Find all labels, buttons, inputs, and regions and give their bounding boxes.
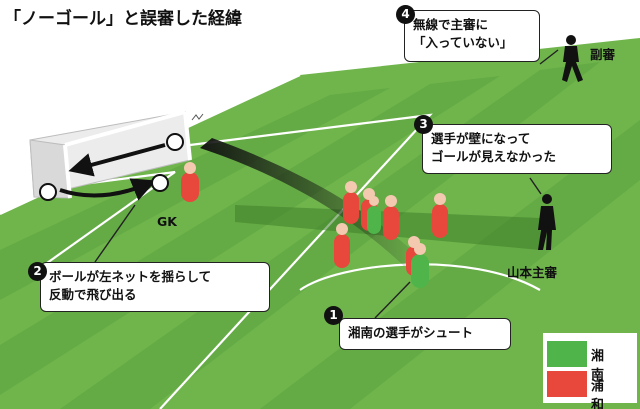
callout-1: 湘南の選手がシュート [339, 318, 511, 350]
player-urawa [432, 193, 448, 238]
ball-path-arrow [68, 143, 166, 177]
legend-swatch-shonan [547, 341, 587, 367]
callout-line: 反動で飛び出る [49, 287, 137, 303]
net-shake-mark [191, 113, 204, 121]
ball-rebound-arrow [59, 178, 157, 201]
main-referee-label: 山本主審 [507, 265, 558, 280]
shot-trajectory [200, 138, 420, 266]
player-shonan [367, 196, 381, 234]
goal-area-line [39, 170, 176, 269]
callout-3: 選手が壁になって ゴールが見えなかった [422, 124, 612, 174]
assistant-referee-label: 副審 [590, 47, 616, 62]
step-number-2: 2 [28, 262, 47, 281]
crossbar [64, 110, 186, 147]
legend-label: 湘南 [591, 349, 605, 383]
step-number-4: 4 [396, 5, 415, 24]
callout-line: ゴールが見えなかった [431, 149, 557, 165]
callout-4: 無線で主審に 「入っていない」 [404, 10, 540, 62]
player-urawa [343, 181, 359, 224]
legend: 湘南 浦和 [543, 333, 637, 409]
callout-line: 湘南の選手がシュート [348, 325, 474, 340]
player-goalkeeper [181, 162, 199, 202]
legend-swatch-urawa [547, 371, 587, 397]
page-title: 「ノーゴール」と誤審した経緯 [4, 9, 242, 29]
legend-label: 浦和 [591, 379, 605, 409]
ball [151, 174, 169, 192]
callout-pointers [94, 49, 559, 319]
goal-post [63, 144, 72, 199]
player-urawa [383, 195, 399, 240]
callout-line: 無線で主審に [413, 17, 489, 32]
ball [39, 183, 57, 201]
main-referee-figure [538, 194, 556, 250]
step-number-1: 1 [324, 306, 343, 325]
callout-2: ボールが左ネットを揺らして 反動で飛び出る [40, 262, 270, 312]
callout-line: 「入っていない」 [413, 35, 513, 51]
player-urawa [334, 223, 350, 268]
assistant-referee-figure [562, 35, 583, 82]
step-number-3: 3 [414, 115, 433, 134]
goal-post [183, 111, 192, 161]
pitch-stripe [0, 76, 500, 395]
callout-line: ボールが左ネットを揺らして [49, 269, 212, 284]
ball [166, 133, 184, 151]
goalkeeper-label: GK [157, 214, 177, 229]
player-shonan-shooter [411, 243, 429, 288]
callout-line: 選手が壁になって [431, 131, 531, 146]
